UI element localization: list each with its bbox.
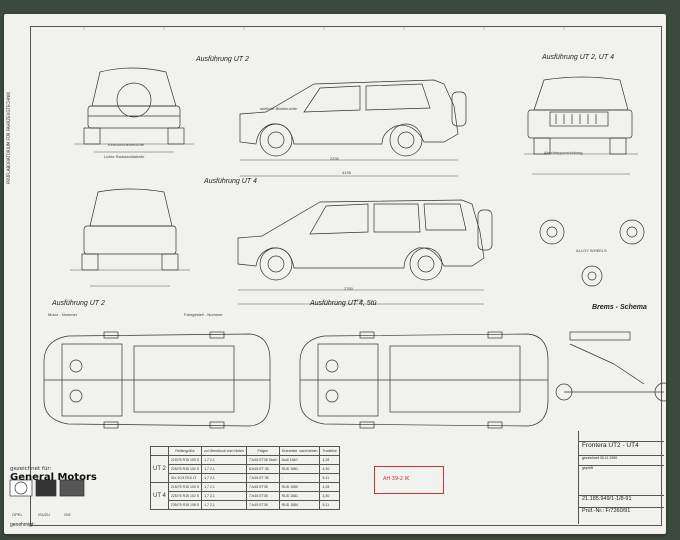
spec-header-row: Reifengröße zul.Überdruck vorn hinten Fe… (150, 446, 340, 456)
spec-cell: RUD 1581 (278, 491, 321, 501)
approval-stamp: AH 39-2 IK (374, 466, 444, 494)
spec-cell: RUD 1581 (278, 464, 321, 474)
callout-spurweite: Lichte Radstandlabelle (104, 154, 145, 159)
dim-length-ut4: 4705 (354, 298, 363, 303)
gm-logo-block: gezeichnet für: General Motors (10, 466, 97, 483)
ut2-rear-view (74, 67, 194, 153)
spec-cell: 4,28 (319, 482, 340, 492)
spec-variant: UT 4 (150, 482, 169, 510)
spec-cell: 5,11 (319, 473, 340, 483)
view-title-front: Ausführung UT 2, UT 4 (542, 54, 614, 61)
view-title-ut2: Ausführung UT 2 (196, 56, 249, 63)
spec-cell: 215/75 R15 100 S (167, 455, 203, 465)
brand-gm: GM (64, 512, 71, 517)
spec-variant: UT 2 (150, 455, 169, 483)
spec-cell: 1,7 2,1 (201, 482, 248, 492)
stamp-text: AH 39-2 IK (383, 476, 410, 482)
spec-header: Reifengröße (167, 446, 203, 456)
spec-cell: 225/75 R15 102 S (167, 491, 203, 501)
spec-cell: Audi 1540 (278, 455, 321, 465)
drawing-frame (30, 26, 662, 526)
dim-length-ut2: 4195 (342, 170, 351, 175)
ut2-top-view (43, 331, 271, 429)
spec-cell: 7Jx15 ET35 (246, 491, 280, 501)
spec-header (150, 446, 169, 456)
view-title-brake: Brems - Schema (592, 304, 647, 311)
view-title-ut4: Ausführung UT 4 (204, 178, 257, 185)
spec-cell: 31x 10,5 R15 LT (167, 473, 203, 483)
spec-cell: - (278, 473, 321, 483)
brake-scheme (555, 331, 666, 402)
callout-fahrgestell: Fahrgestell - Nummer (184, 312, 223, 317)
callout-blinker: seitliche Blinkleuchte (260, 106, 298, 111)
brand-opel: OPEL (12, 512, 23, 517)
title-drawn: gezeichnet 30.11.1990 (579, 455, 664, 464)
callout-motor: Motor - Nummer (48, 312, 78, 317)
vehicle-drawings (9, 26, 666, 497)
spec-cell: 7Jx15 ET35 (246, 482, 280, 492)
gm-company-name: General Motors (10, 472, 97, 483)
spec-cell: 4,30 (319, 491, 340, 501)
approved-label: genehmigt: (10, 522, 35, 528)
ut4-side-view (237, 199, 493, 305)
blueprint-sheet: PRÜFLABORATORIUM FÜR FAHRZEUGTECHNIK Aus… (4, 14, 666, 534)
spec-cell: 1,7 2,1 (201, 473, 248, 483)
spec-header: zul.Überdruck vorn hinten (201, 446, 248, 456)
dim-wheelbase-ut4: 2760 (344, 286, 353, 291)
ut2-front-view (524, 76, 638, 175)
spec-cell: 215/75 R15 100 S (167, 482, 203, 492)
tire-spec-table: Reifengröße zul.Überdruck vorn hinten Fe… (150, 446, 340, 510)
spec-cell: 5,11 (319, 500, 340, 510)
dim-wheelbase-ut2: 2330 (330, 156, 339, 161)
wheel-details (539, 219, 645, 287)
callout-kennzeichen: Kennzeichenleuchte (108, 142, 145, 147)
spec-cell: 225/75 R15 102 S (167, 464, 203, 474)
spec-cell: 4,28 (319, 455, 340, 465)
spec-cell: 235/75 R15 108 S (167, 500, 203, 510)
spec-cell: 7Jx15 ET35 (246, 500, 280, 510)
title-block: Frontera UT2 - UT4 gezeichnet 30.11.1990… (578, 431, 664, 524)
ut4-rear-view (70, 188, 190, 287)
spec-cell: 4,30 (319, 464, 340, 474)
brand-logos (9, 479, 85, 497)
callout-abschlepp: Abschleppvorrichtung (544, 150, 583, 155)
spec-cell: 1,7 2,1 (201, 455, 248, 465)
spec-cell: 1,7 2,1 (201, 500, 248, 510)
spec-cell: 6Jx15 ET 35 (246, 464, 280, 474)
ut2-side-view (239, 79, 467, 177)
spec-header: Schneeke. nach/neben (278, 446, 321, 456)
callout-alloy: ALLOY WHEELS (576, 248, 607, 253)
spec-cell: 7Jx15 ET 35 (246, 473, 280, 483)
ut4-top-view (299, 331, 549, 429)
view-title-ut2-top: Ausführung UT 2 (52, 300, 105, 307)
spec-header: Felgen (246, 446, 280, 456)
spec-cell: RUD 1550 (278, 482, 321, 492)
brand-isuzu: ISUZU (38, 512, 50, 517)
spec-cell: 7Jx15 ET35 Stahl (246, 455, 280, 465)
view-title-ut4-top: Ausführung UT 4, 5tü (310, 300, 377, 307)
title-pruef: Prüf.-Nr.: F/7260/91 (579, 507, 664, 518)
drawn-for-label: gezeichnet für: (10, 466, 52, 472)
spec-cell: RUD 1584 (278, 500, 321, 510)
spec-header: Tradeline (319, 446, 340, 456)
title-model: Frontera UT2 - UT4 (579, 441, 664, 454)
title-number: 21.185.949/1-1/8-91 (579, 495, 664, 506)
side-stamp-text: PRÜFLABORATORIUM FÜR FAHRZEUGTECHNIK (6, 92, 11, 184)
spec-cell: 1,7 2,1 (201, 491, 248, 501)
title-checked: geprüft (579, 465, 664, 474)
spec-cell: 1,7 2,1 (201, 464, 248, 474)
